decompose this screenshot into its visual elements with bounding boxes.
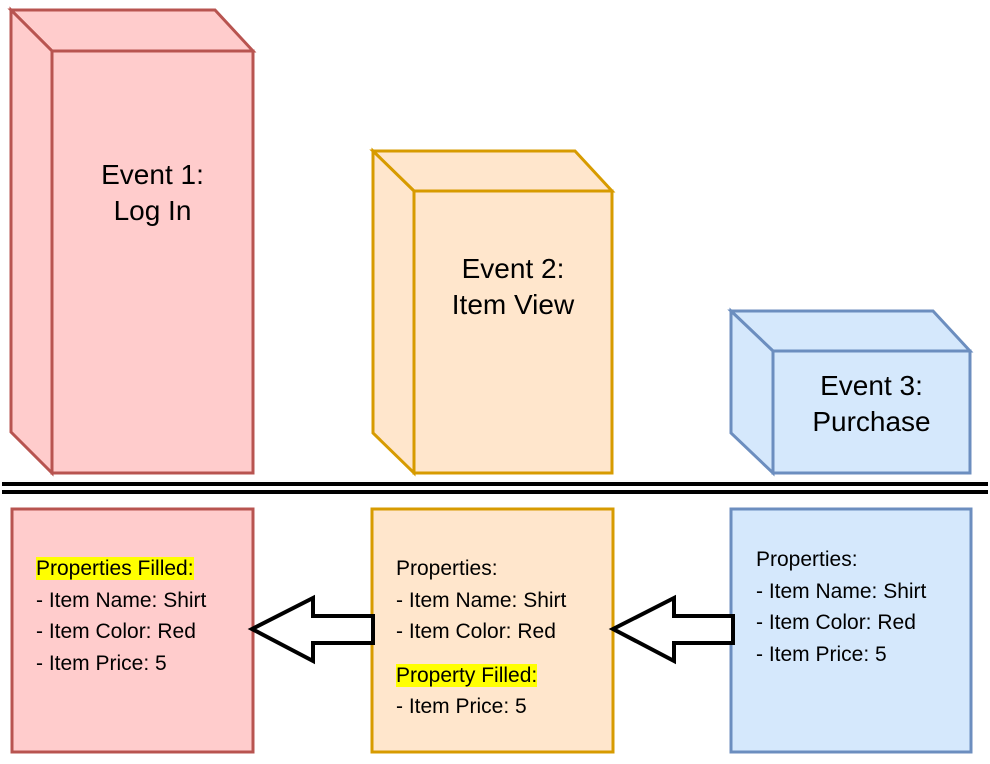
- properties-box-2-spacer: [396, 648, 611, 660]
- properties-box-1[interactable]: [10, 507, 255, 754]
- properties-box-2-heading: Properties:: [396, 557, 498, 580]
- properties-box-2-heading-filled: Property Filled:: [396, 663, 538, 687]
- event-2-cube[interactable]: [369, 147, 616, 477]
- properties-box-1-item: - Item Price: 5: [36, 651, 167, 675]
- properties-box-1-text: Properties Filled: - Item Name: Shirt - …: [36, 553, 251, 679]
- properties-box-2-item-filled: - Item Price: 5: [396, 695, 527, 718]
- properties-box-1-heading: Properties Filled:: [36, 557, 194, 580]
- arrow-3-to-2[interactable]: [608, 594, 735, 665]
- properties-box-3-item: - Item Color: Red: [756, 611, 916, 634]
- properties-box-3-item: - Item Name: Shirt: [756, 579, 927, 603]
- properties-box-3-text: Properties: - Item Name: Shirt - Item Co…: [756, 544, 971, 670]
- properties-box-1-item: - Item Color: Red: [36, 620, 196, 643]
- section-divider: [2, 482, 988, 494]
- properties-box-3[interactable]: [729, 507, 973, 754]
- event-3-cube[interactable]: [727, 307, 974, 477]
- properties-box-3-heading: Properties:: [756, 548, 858, 571]
- properties-box-1-item: - Item Name: Shirt: [36, 588, 207, 612]
- event-2-cube-left-face: [371, 147, 416, 477]
- event-3-cube-front-face: [771, 349, 972, 475]
- properties-box-3-item: - Item Price: 5: [756, 642, 887, 666]
- event-1-cube[interactable]: [7, 6, 257, 477]
- properties-box-2-item: - Item Name: Shirt: [396, 588, 567, 612]
- arrow-2-to-1[interactable]: [247, 594, 375, 665]
- properties-box-2-text: Properties: - Item Name: Shirt - Item Co…: [396, 553, 611, 723]
- event-2-cube-front-face: [412, 189, 614, 475]
- event-1-cube-left-face: [9, 6, 54, 477]
- properties-box-2-item: - Item Color: Red: [396, 620, 556, 643]
- event-1-cube-front-face: [50, 49, 255, 475]
